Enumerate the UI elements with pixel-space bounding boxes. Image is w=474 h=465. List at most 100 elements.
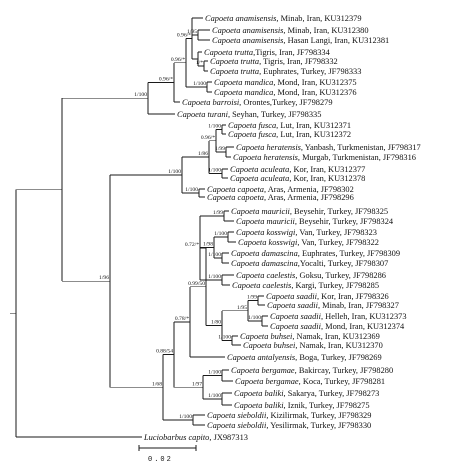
tip-label-t6: Capoeta trutta, Euphrates, Turkey, JF798…: [210, 67, 361, 76]
tip-species-name: Capoeta baliki: [234, 389, 284, 398]
support-label-n_kos_dam: 1/98: [203, 242, 213, 248]
support-label-n_fusca_her: 0.96/*: [201, 135, 215, 141]
support-label-n_buhsei: 1/100: [218, 335, 231, 341]
tip-species-name: Capoeta sieboldii: [207, 421, 267, 430]
tip-locality-accession: , Murgab, Turkmenistan, JF798316: [298, 153, 416, 162]
tip-labels: Capoeta anamisensis, Minab, Iran, KU3123…: [143, 14, 421, 442]
scale-bar-label: 0.02: [148, 456, 173, 464]
tip-species-name: Capoeta saadii: [267, 301, 319, 310]
tip-locality-accession: , Lut, Iran, KU312371: [276, 121, 351, 130]
tip-species-name: Capoeta sieboldii: [207, 411, 267, 420]
tip-species-name: Capoeta anamisensis: [212, 26, 283, 35]
tip-locality-accession: , Mond, Iran, KU312376: [273, 88, 356, 97]
tip-locality-accession: , Orontes,Turkey, JF798279: [239, 98, 332, 107]
tip-label-t31: Capoeta buhsei, Namak, Iran, KU312369: [240, 332, 380, 341]
support-label-n_cael_saad: 0.99/50: [188, 281, 205, 287]
support-label-n_clade_A: 1/100: [134, 92, 147, 98]
tip-species-name: Capoeta caelestis: [232, 281, 291, 290]
support-label-n_kosswigi: 1/100: [214, 231, 227, 237]
tip-label-t18: Capoeta capoeta, Aras, Armenia, JF798296: [207, 193, 354, 202]
tip-species-name: Capoeta mandica: [214, 78, 273, 87]
tip-species-name: Capoeta heratensis: [233, 153, 298, 162]
tip-species-name: Capoeta fusca: [228, 130, 276, 139]
tip-locality-accession: , Minab, Iran, KU312380: [283, 26, 368, 35]
tip-locality-accession: , Sakarya, Turkey, JF798273: [284, 389, 380, 398]
tip-species-name: Capoeta anamisensis: [212, 36, 283, 45]
tip-label-t8: Capoeta mandica, Mond, Iran, KU312376: [214, 88, 357, 97]
support-label-n_mid: 0.78/*: [175, 316, 189, 322]
tip-locality-accession: , JX987313: [209, 433, 248, 442]
support-label-n_saad_buh: 1/80: [211, 320, 221, 326]
tip-label-t11: Capoeta fusca, Lut, Iran, KU312371: [228, 121, 351, 130]
tip-species-name: Capoeta capoeta: [207, 185, 264, 194]
tip-label-t16: Capoeta aculeata, Kor, Iran, KU312378: [230, 174, 365, 183]
support-label-n_mandica: 1/100: [193, 81, 206, 87]
tip-label-t5: Capoeta trutta, Tigris, Iran, JF798332: [210, 57, 338, 66]
tip-label-t15: Capoeta aculeata, Kor, Iran, KU312377: [230, 165, 365, 174]
tip-locality-accession: , Tigris, Iran, JF798332: [259, 57, 338, 66]
tip-species-name: Capoeta heratensis: [236, 143, 301, 152]
tip-species-name: Capoeta damascina: [231, 259, 298, 268]
tip-species-name: Capoeta saadii: [270, 312, 322, 321]
tip-label-t35: Capoeta bergamae, Koca, Turkey, JF798281: [235, 377, 385, 386]
tip-species-name: Capoeta saadii: [266, 292, 318, 301]
tip-locality-accession: , Yesilirmak, Turkey, JF798330: [266, 421, 371, 430]
tip-label-t40: Luciobarbus capito, JX987313: [143, 433, 248, 442]
tip-locality-accession: , Mond, Iran, KU312374: [321, 322, 405, 331]
tip-locality-accession: , Namak, Iran, KU312370: [295, 341, 382, 350]
tip-locality-accession: , Minab, Iran, KU312379: [276, 14, 361, 23]
tip-locality-accession: , Bakircay, Turkey, JF798280: [295, 366, 393, 375]
tip-label-t9: Capoeta barroisi, Orontes,Turkey, JF7982…: [182, 98, 333, 107]
tip-label-t4: Capoeta trutta,Tigris, Iran, JF798334: [204, 48, 331, 57]
support-label-n_baliki: 1/100: [208, 393, 221, 399]
tip-species-name: Capoeta mauricii: [236, 217, 296, 226]
tip-locality-accession: ,Tigris, Iran, JF798334: [253, 48, 331, 57]
tip-locality-accession: , Beysehir, Turkey, JF798325: [290, 207, 388, 216]
tip-locality-accession: , Seyhan, Turkey, JF798335: [228, 110, 321, 119]
tip-species-name: Capoeta mandica: [214, 88, 273, 97]
tip-label-t12: Capoeta fusca, Lut, Iran, KU312372: [228, 130, 351, 139]
tip-locality-accession: , Van, Turkey, JF798322: [297, 238, 379, 247]
tip-label-t33: Capoeta antalyensis, Boga, Turkey, JF798…: [227, 353, 382, 362]
tip-species-name: Capoeta fusca: [228, 121, 276, 130]
tip-species-name: Capoeta aculeata: [230, 174, 289, 183]
tip-label-t26: Capoeta caelestis, Kargi, Turkey, JF7982…: [232, 281, 379, 290]
tip-locality-accession: , Euphrates, Turkey, JF798309: [298, 249, 400, 258]
tip-label-t7: Capoeta mandica, Mond, Iran, KU312375: [214, 78, 357, 87]
tip-label-t29: Capoeta saadii, Helleh, Iran, KU312373: [270, 312, 407, 321]
tip-species-name: Capoeta buhsei: [243, 341, 296, 350]
support-label-n_to_mandica: 0.96/*: [171, 57, 185, 63]
tip-locality-accession: , Beysehir, Turkey, JF798324: [295, 217, 394, 226]
tip-species-name: Capoeta aculeata: [230, 165, 289, 174]
support-label-n_antalyensis_node: 0.88/54: [156, 349, 173, 355]
tree-branches: [10, 17, 268, 438]
tip-locality-accession: , Kizilirmak, Turkey, JF798329: [266, 411, 371, 420]
tip-label-t28: Capoeta saadii, Minab, Iran, JF798327: [267, 301, 399, 310]
tip-locality-accession: , Yanbash, Turkmenistan, JF798317: [301, 143, 421, 152]
support-label-n_BC: 1/96: [99, 275, 109, 281]
support-label-n_aculeata: 1/100: [208, 168, 221, 174]
support-label-n_trutta_pair: 1/*: [196, 60, 203, 66]
support-label-n_damascina: 1/100: [208, 252, 221, 258]
tip-species-name: Capoeta antalyensis: [227, 353, 295, 362]
support-label-n_bergamae: 1/100: [208, 370, 221, 376]
tip-species-name: Luciobarbus capito: [143, 433, 209, 442]
tip-label-t25: Capoeta caelestis, Goksu, Turkey, JF7982…: [236, 271, 386, 280]
tip-label-t23: Capoeta damascina, Euphrates, Turkey, JF…: [231, 249, 400, 258]
tip-label-t32: Capoeta buhsei, Namak, Iran, KU312370: [243, 341, 383, 350]
tip-species-name: Capoeta saadii: [270, 322, 322, 331]
tip-species-name: Capoeta mauricii: [231, 207, 291, 216]
support-label-n_caelestis: 1/100: [208, 274, 221, 280]
support-label-n_berg_bal: 1/97: [192, 381, 202, 387]
tip-species-name: Capoeta kosswigi: [236, 228, 296, 237]
tip-species-name: Capoeta trutta: [210, 57, 259, 66]
support-label-n_sieboldii: 1/100: [179, 414, 192, 420]
tip-label-t39: Capoeta sieboldii, Yesilirmak, Turkey, J…: [207, 421, 371, 430]
support-label-n_saadii: 1/95: [237, 305, 247, 311]
tip-species-name: Capoeta bergamae: [231, 366, 295, 375]
tip-label-t30: Capoeta saadii, Mond, Iran, KU312374: [270, 322, 405, 331]
tip-locality-accession: , Aras, Armenia, JF798302: [264, 185, 354, 194]
tip-label-t36: Capoeta baliki, Sakarya, Turkey, JF79827…: [234, 389, 379, 398]
tip-locality-accession: , Kor, Iran, JF798326: [317, 292, 389, 301]
